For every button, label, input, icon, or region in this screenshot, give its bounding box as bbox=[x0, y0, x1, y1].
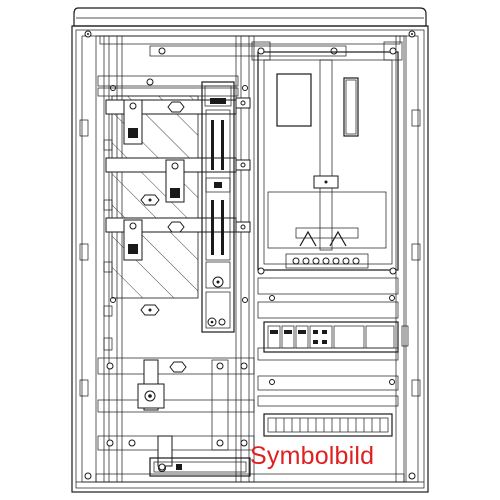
din-rail-section bbox=[257, 277, 409, 437]
fuse-switch-strip bbox=[201, 81, 251, 333]
lower-busbar-assembly bbox=[97, 357, 255, 477]
busbar-area bbox=[97, 75, 239, 351]
bottom-frame bbox=[76, 473, 424, 483]
watermark-label: Symbolbild bbox=[250, 442, 375, 470]
meter-panel bbox=[251, 41, 403, 275]
top-mounting-rail bbox=[99, 35, 401, 57]
